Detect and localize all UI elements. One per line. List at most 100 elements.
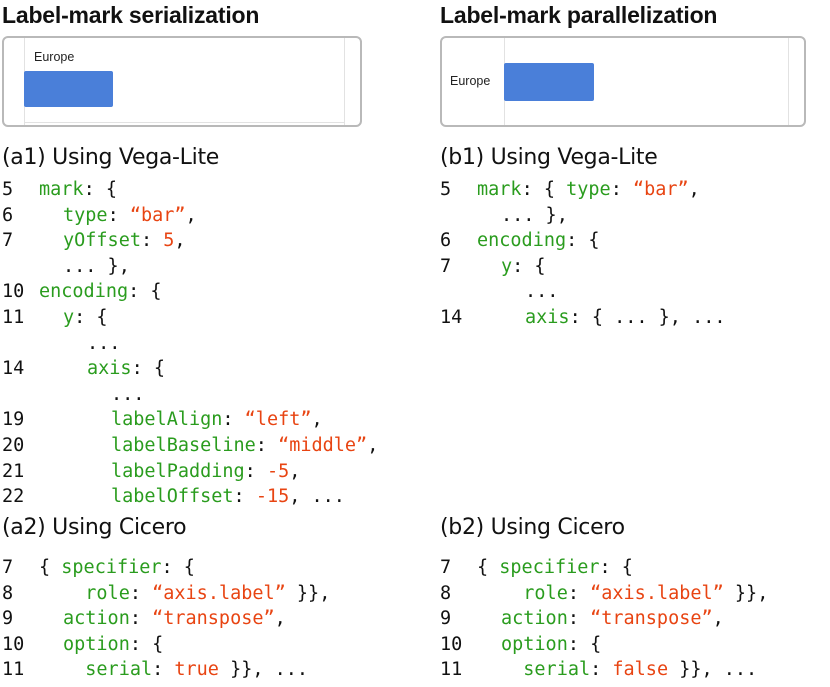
line-number: 9 bbox=[440, 608, 452, 630]
code-line: 19 labelAlign: “left”, bbox=[2, 407, 378, 433]
panel-a2-title: (a2) Using Cicero bbox=[2, 515, 187, 540]
code-text: action: “transpose”, bbox=[39, 606, 286, 632]
line-number: 22 bbox=[2, 486, 25, 508]
bar-mark bbox=[504, 63, 594, 101]
code-punct bbox=[501, 659, 523, 680]
code-key: mark bbox=[39, 179, 84, 200]
bar-mark bbox=[24, 71, 113, 107]
code-punct: : bbox=[244, 460, 267, 482]
code-text: ... bbox=[477, 279, 558, 305]
code-key: axis bbox=[525, 306, 570, 328]
code-text: labelPadding: -5, bbox=[39, 459, 300, 485]
code-value: “transpose” bbox=[590, 608, 713, 630]
line-number: 7 bbox=[440, 557, 452, 578]
code-punct: }}, ... bbox=[218, 659, 309, 681]
code-text: ... }, bbox=[39, 254, 130, 280]
code-text: y: { bbox=[477, 254, 546, 280]
panel-b2-code: 7{ specifier: {8 role: “axis.label” }},9… bbox=[440, 555, 768, 683]
line-number: 5 bbox=[2, 179, 14, 200]
code-key: mark bbox=[477, 179, 522, 200]
code-line: 5 mark: { type: “bar”, bbox=[440, 177, 726, 203]
code-punct: : bbox=[222, 409, 245, 431]
line-number: 11 bbox=[2, 306, 25, 328]
code-key: serial bbox=[523, 659, 591, 681]
line-number: 11 bbox=[440, 659, 463, 681]
code-punct: : { bbox=[131, 358, 165, 380]
code-key: role bbox=[523, 582, 568, 604]
code-text: role: “axis.label” }}, bbox=[39, 581, 330, 607]
code-line: ... }, bbox=[440, 203, 726, 229]
code-text: yOffset: 5, bbox=[39, 228, 186, 254]
code-punct bbox=[501, 583, 523, 604]
line-number: 11 bbox=[2, 659, 25, 681]
code-punct: : bbox=[140, 230, 164, 252]
code-text: encoding: { bbox=[477, 228, 600, 254]
code-line: 10 encoding: { bbox=[2, 279, 378, 305]
code-line: ... bbox=[440, 279, 726, 305]
line-number bbox=[440, 279, 477, 305]
code-value: -15 bbox=[255, 486, 290, 508]
code-text: { specifier: { bbox=[39, 555, 195, 581]
line-number: 14 bbox=[2, 358, 25, 380]
line-number: 8 bbox=[2, 582, 14, 604]
code-text: labelAlign: “left”, bbox=[39, 407, 323, 433]
panel-b-heading: Label-mark parallelization bbox=[440, 2, 718, 28]
code-line: 7{ specifier: { bbox=[440, 555, 768, 581]
line-number: 10 bbox=[2, 281, 25, 303]
code-key: type bbox=[63, 204, 108, 226]
line-number: 7 bbox=[2, 230, 14, 252]
code-line: 7 yOffset: 5, bbox=[2, 228, 378, 254]
grid-line bbox=[344, 38, 345, 125]
code-key: option bbox=[501, 633, 568, 655]
code-punct: }}, bbox=[723, 582, 769, 604]
code-punct: : bbox=[129, 608, 153, 630]
code-punct: ... bbox=[525, 281, 559, 303]
code-key: action bbox=[63, 608, 130, 630]
code-punct: ... }, bbox=[501, 204, 568, 226]
code-key: labelOffset bbox=[111, 486, 234, 508]
code-punct: , bbox=[367, 434, 379, 456]
code-punct: ... bbox=[111, 383, 145, 405]
grid-line bbox=[24, 122, 344, 123]
code-punct: , ... bbox=[289, 486, 345, 508]
code-punct: , bbox=[311, 409, 323, 431]
code-punct: : { bbox=[566, 230, 600, 252]
code-text: serial: true }}, ... bbox=[39, 657, 308, 683]
code-text: encoding: { bbox=[39, 279, 162, 305]
code-line: ... bbox=[2, 382, 378, 408]
code-text: ... bbox=[39, 382, 144, 408]
code-text: ... bbox=[39, 331, 120, 357]
line-number: 14 bbox=[440, 306, 463, 328]
line-number bbox=[2, 254, 39, 280]
code-line: 11 serial: true }}, ... bbox=[2, 657, 330, 683]
code-punct: , bbox=[712, 608, 724, 630]
line-number: 10 bbox=[2, 633, 25, 655]
code-punct: : bbox=[590, 659, 613, 681]
code-text: mark: { type: “bar”, bbox=[477, 177, 700, 203]
code-key: type bbox=[566, 179, 611, 200]
code-punct: : { bbox=[567, 633, 602, 655]
line-number: 9 bbox=[2, 608, 14, 630]
code-punct: : { bbox=[161, 557, 195, 578]
panel-a1-title: (a1) Using Vega-Lite bbox=[2, 145, 220, 170]
code-punct: : bbox=[610, 179, 633, 200]
line-number: 5 bbox=[440, 179, 452, 200]
panel-b2-title: (b2) Using Cicero bbox=[440, 515, 625, 540]
code-value: “bar” bbox=[129, 204, 186, 226]
code-key: option bbox=[63, 633, 130, 655]
code-value: 5 bbox=[163, 230, 175, 252]
code-text: role: “axis.label” }}, bbox=[477, 581, 768, 607]
code-punct: : { ... }, ... bbox=[569, 306, 726, 328]
code-punct: : { bbox=[83, 179, 117, 200]
code-line: 7{ specifier: { bbox=[2, 555, 330, 581]
code-value: “left” bbox=[244, 409, 312, 431]
code-text: mark: { bbox=[39, 177, 117, 203]
code-line: 14 axis: { ... }, ... bbox=[440, 305, 726, 331]
line-number: 19 bbox=[2, 409, 25, 431]
code-key: yOffset bbox=[63, 230, 141, 252]
